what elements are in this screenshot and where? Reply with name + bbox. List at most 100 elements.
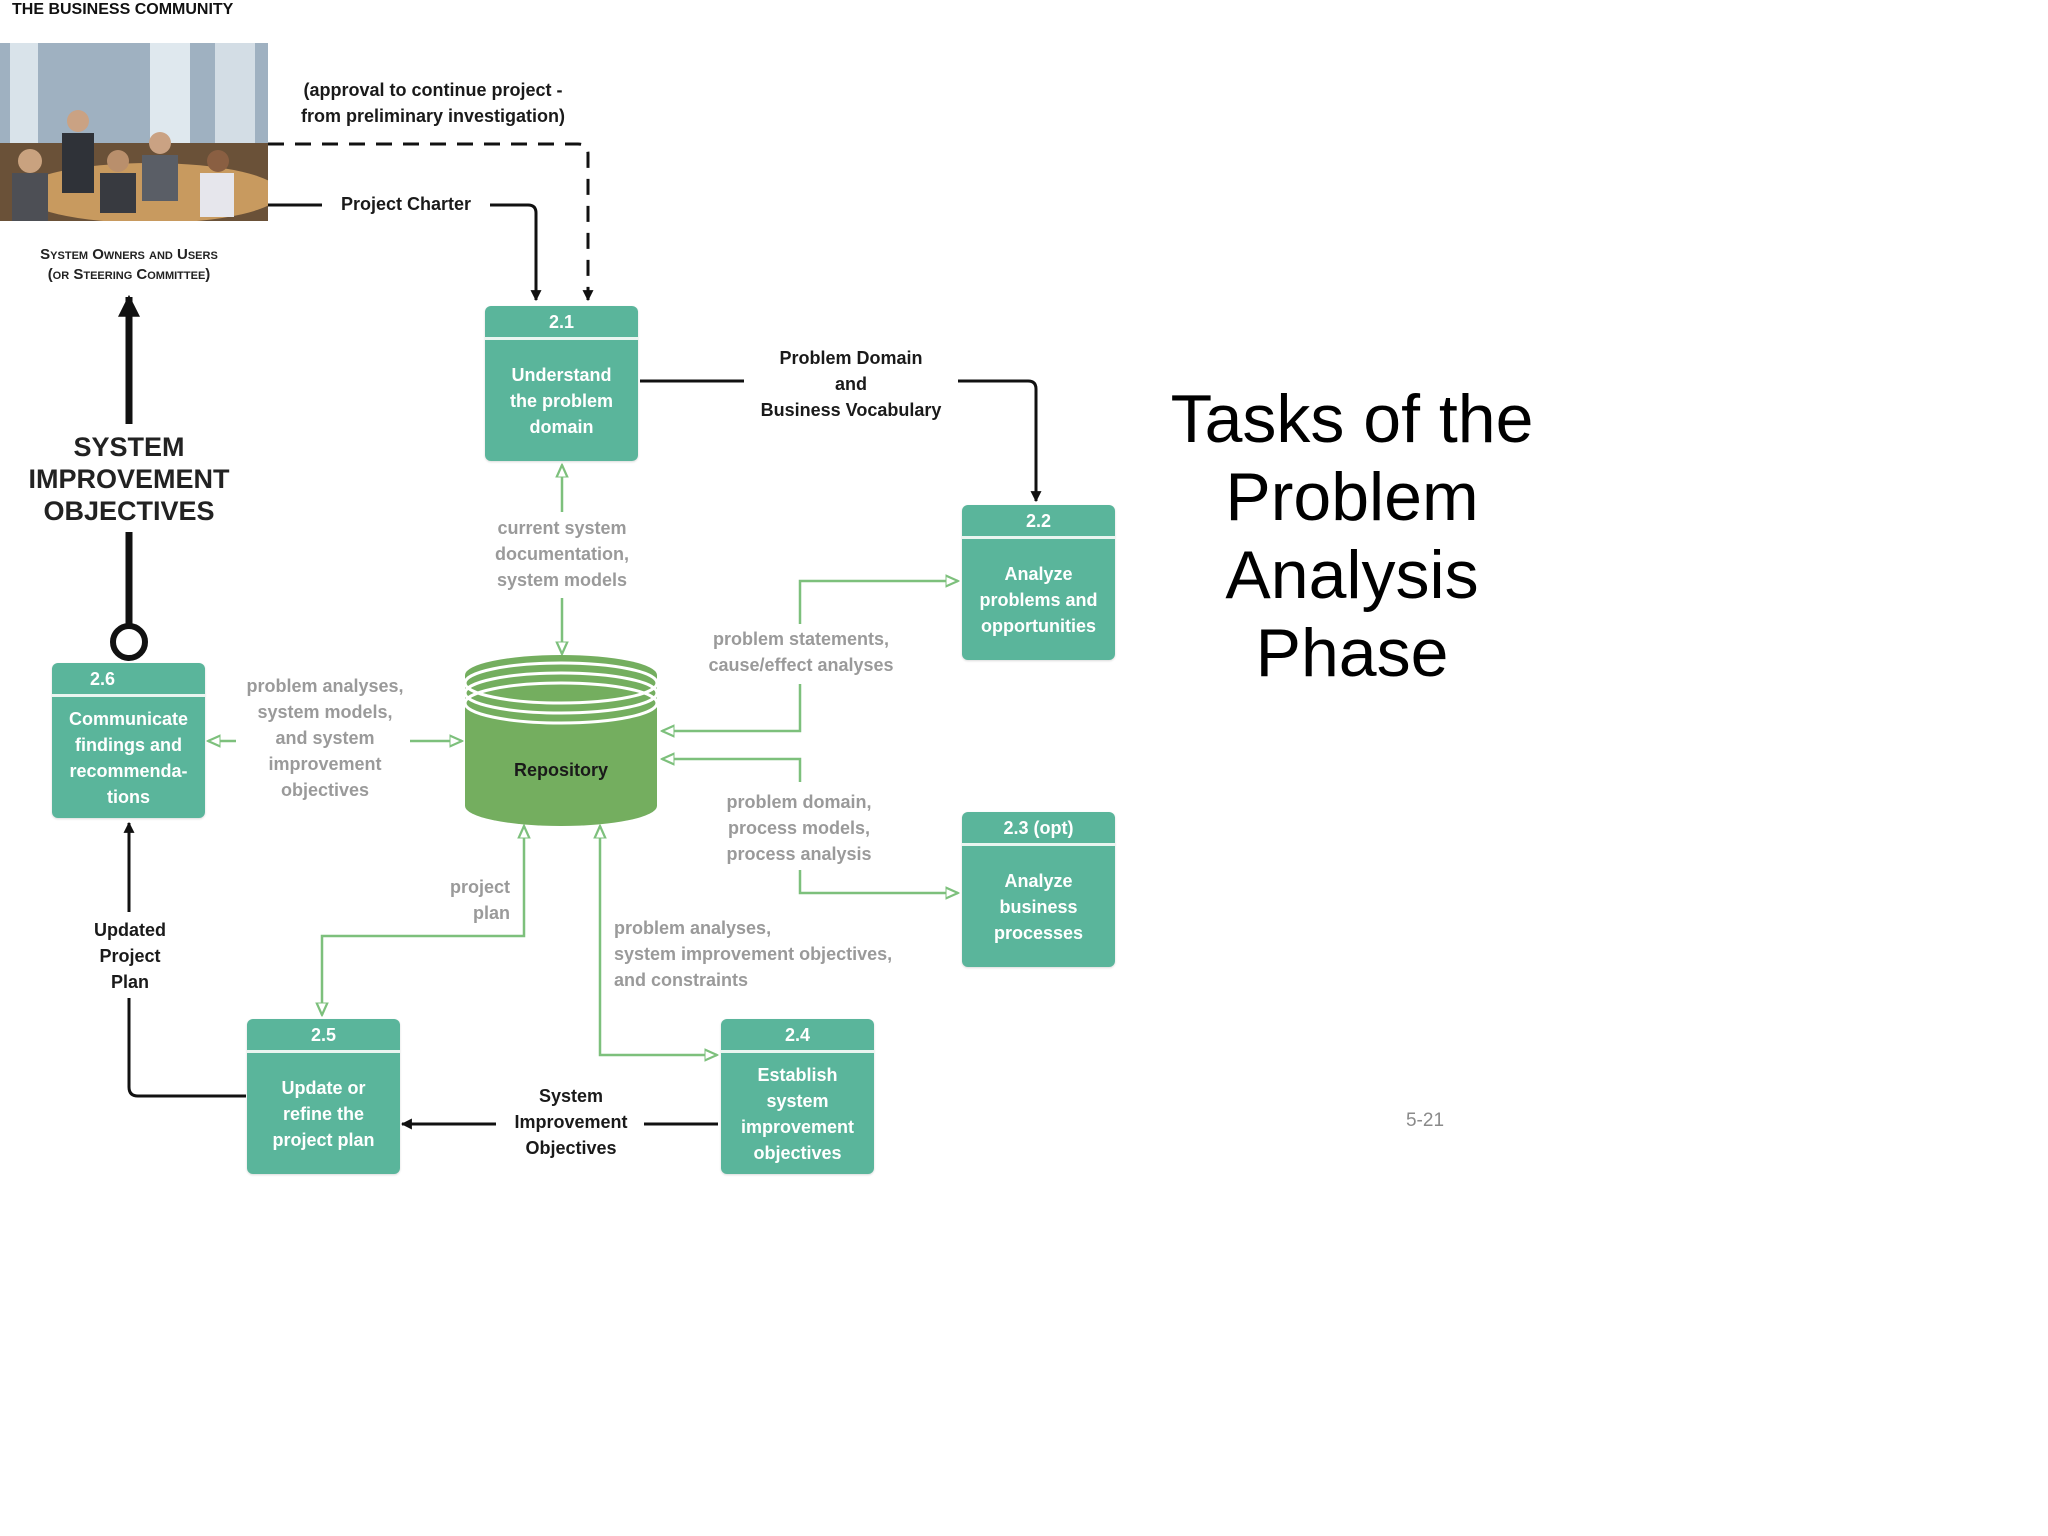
problem-domain-models-label-line: process analysis [726, 844, 872, 864]
updated-plan-flow-line-a [127, 998, 246, 1098]
project-plan-label: project plan [430, 874, 510, 926]
problem-domain-label-line: Problem Domain [779, 348, 923, 368]
slide-title-line: Phase [1255, 615, 1449, 691]
agent-caption-line1: System Owners and Users [40, 246, 218, 263]
process-2-2-line: opportunities [981, 615, 1096, 636]
problem-domain-models-flow-down [798, 870, 958, 893]
agent-caption: System Owners and Users (or Steering Com… [0, 245, 258, 285]
system-improvement-objectives-label: SYSTEM IMPROVEMENT OBJECTIVES [14, 431, 244, 527]
slide-title-line: Problem [1225, 459, 1479, 535]
process-2-6-line: findings and [75, 734, 182, 755]
problem-analyses-left-label-line: problem analyses, [246, 676, 404, 696]
process-2-1-line: Understand [511, 364, 612, 385]
problem-domain-models-label-line: problem domain, [726, 792, 872, 812]
business-meeting-photo-icon [0, 43, 268, 221]
process-2-1-line: domain [529, 416, 594, 437]
analyses-bottom-flow [600, 826, 717, 1055]
updated-project-plan-label-line: Plan [110, 972, 149, 992]
updated-project-plan-label-line: Updated [94, 920, 166, 940]
problem-statements-flow-down [662, 684, 802, 731]
problem-domain-label-line: and [834, 374, 867, 394]
process-2-1-name: Understand the problem domain [489, 340, 634, 461]
process-2-5-id: 2.5 [247, 1019, 400, 1053]
problem-analyses-bottom-label: problem analyses, system improvement obj… [614, 915, 914, 993]
approval-flow-label-line: from preliminary investigation) [300, 106, 566, 126]
business-meeting-photo [0, 43, 268, 221]
process-2-6-line: Communicate [68, 708, 189, 729]
process-2-6-name: Communicate findings and recommenda- tio… [56, 697, 201, 818]
process-2-3-id: 2.3 (opt) [962, 812, 1115, 846]
process-2-2-name: Analyze problems and opportunities [966, 539, 1111, 660]
process-2-5[interactable]: 2.5 Update or refine the project plan [247, 1019, 400, 1174]
process-2-6[interactable]: 2.6 Communicate findings and recommenda-… [52, 663, 205, 818]
problem-statements-label-line: cause/effect analyses [708, 655, 894, 675]
problem-domain-label-line: Business Vocabulary [760, 400, 942, 420]
repository-cylinder [463, 655, 659, 826]
process-2-4-line: objectives [753, 1142, 842, 1163]
updated-project-plan-label: Updated Project Plan [74, 917, 186, 995]
problem-statements-flow-up [798, 581, 958, 624]
process-2-5-line: refine the [282, 1103, 365, 1124]
approval-flow-label: (approval to continue project - from pre… [268, 77, 598, 129]
process-2-6-line: recommenda- [69, 760, 188, 781]
problem-analyses-bottom-label-line: problem analyses, [614, 918, 772, 938]
process-2-5-name: Update or refine the project plan [251, 1053, 396, 1174]
problem-analyses-bottom-label-line: and constraints [614, 970, 749, 990]
problem-domain-label: Problem Domain and Business Vocabulary [744, 345, 958, 423]
process-2-4-line: system [766, 1090, 829, 1111]
repository-label: Repository [513, 760, 609, 780]
project-charter-label: Project Charter [322, 191, 490, 217]
agent-caption-line2: (or Steering Committee) [47, 266, 211, 283]
page-number: 5-21 [1405, 1110, 1445, 1131]
process-2-2-line: Analyze [1004, 563, 1073, 584]
system-objectives-flow-label-line: Improvement [514, 1112, 628, 1132]
problem-analysis-diagram: THE BUSINESS COMMUNITY System Owners and… [0, 1, 1115, 1174]
process-2-3-line: Analyze [1004, 870, 1073, 891]
process-2-1[interactable]: 2.1 Understand the problem domain [485, 306, 638, 461]
process-2-6-id: 2.6 [52, 663, 205, 697]
problem-analyses-left-label-line: objectives [280, 780, 370, 800]
process-2-5-line: Update or [281, 1077, 366, 1098]
process-2-3-name: Analyze business processes [966, 846, 1111, 967]
process-2-3-line: processes [993, 922, 1084, 943]
problem-analyses-left-label: problem analyses, system models, and sys… [236, 673, 414, 803]
process-2-2-line: problems and [979, 589, 1098, 610]
approval-flow-label-line: (approval to continue project - [303, 80, 563, 100]
slide-title: Tasks of the Problem Analysis Phase [1150, 380, 1554, 692]
slide-title-line: Tasks of the [1170, 381, 1534, 457]
objectives-label-line1: SYSTEM [73, 432, 185, 462]
process-2-5-line: project plan [272, 1129, 375, 1150]
process-2-4-id: 2.4 [721, 1019, 874, 1053]
problem-domain-flow-line-b [958, 379, 1042, 503]
process-2-4-line: Establish [757, 1064, 838, 1085]
current-system-label-line: documentation, [495, 544, 629, 564]
problem-domain-models-label-line: process models, [727, 818, 871, 838]
problem-statements-label-line: problem statements, [712, 629, 890, 649]
business-community-heading: THE BUSINESS COMMUNITY [12, 1, 234, 18]
system-objectives-flow-label-line: System [538, 1086, 604, 1106]
process-2-4-name: Establish system improvement objectives [725, 1053, 870, 1174]
problem-analyses-bottom-label-line: system improvement objectives, [614, 944, 893, 964]
current-system-label: current system documentation, system mod… [472, 515, 652, 593]
objectives-label-line3: OBJECTIVES [43, 496, 215, 526]
project-charter-label-line: Project Charter [340, 194, 472, 214]
process-2-1-line: the problem [509, 390, 613, 411]
diagram-connectors [110, 142, 1042, 1130]
problem-analyses-left-label-line: improvement [268, 754, 382, 774]
process-2-4[interactable]: 2.4 Establish system improvement objecti… [721, 1019, 874, 1174]
problem-analyses-left-label-line: system models, [257, 702, 393, 722]
project-plan-label-line: project [449, 877, 510, 897]
process-2-2[interactable]: 2.2 Analyze problems and opportunities [962, 505, 1115, 660]
project-plan-flow [322, 826, 524, 1015]
objectives-label-line2: IMPROVEMENT [28, 464, 230, 494]
problem-domain-models-flow-up [662, 759, 802, 782]
process-2-3[interactable]: 2.3 (opt) Analyze business processes [962, 812, 1115, 967]
process-2-6-line: tions [107, 786, 150, 807]
project-charter-flow-line-b [490, 203, 542, 302]
objectives-ring [110, 623, 148, 661]
process-2-1-id: 2.1 [485, 306, 638, 340]
process-2-4-line: improvement [740, 1116, 855, 1137]
project-plan-label-line: plan [472, 903, 510, 923]
slide-title-line: Analysis [1225, 537, 1479, 613]
